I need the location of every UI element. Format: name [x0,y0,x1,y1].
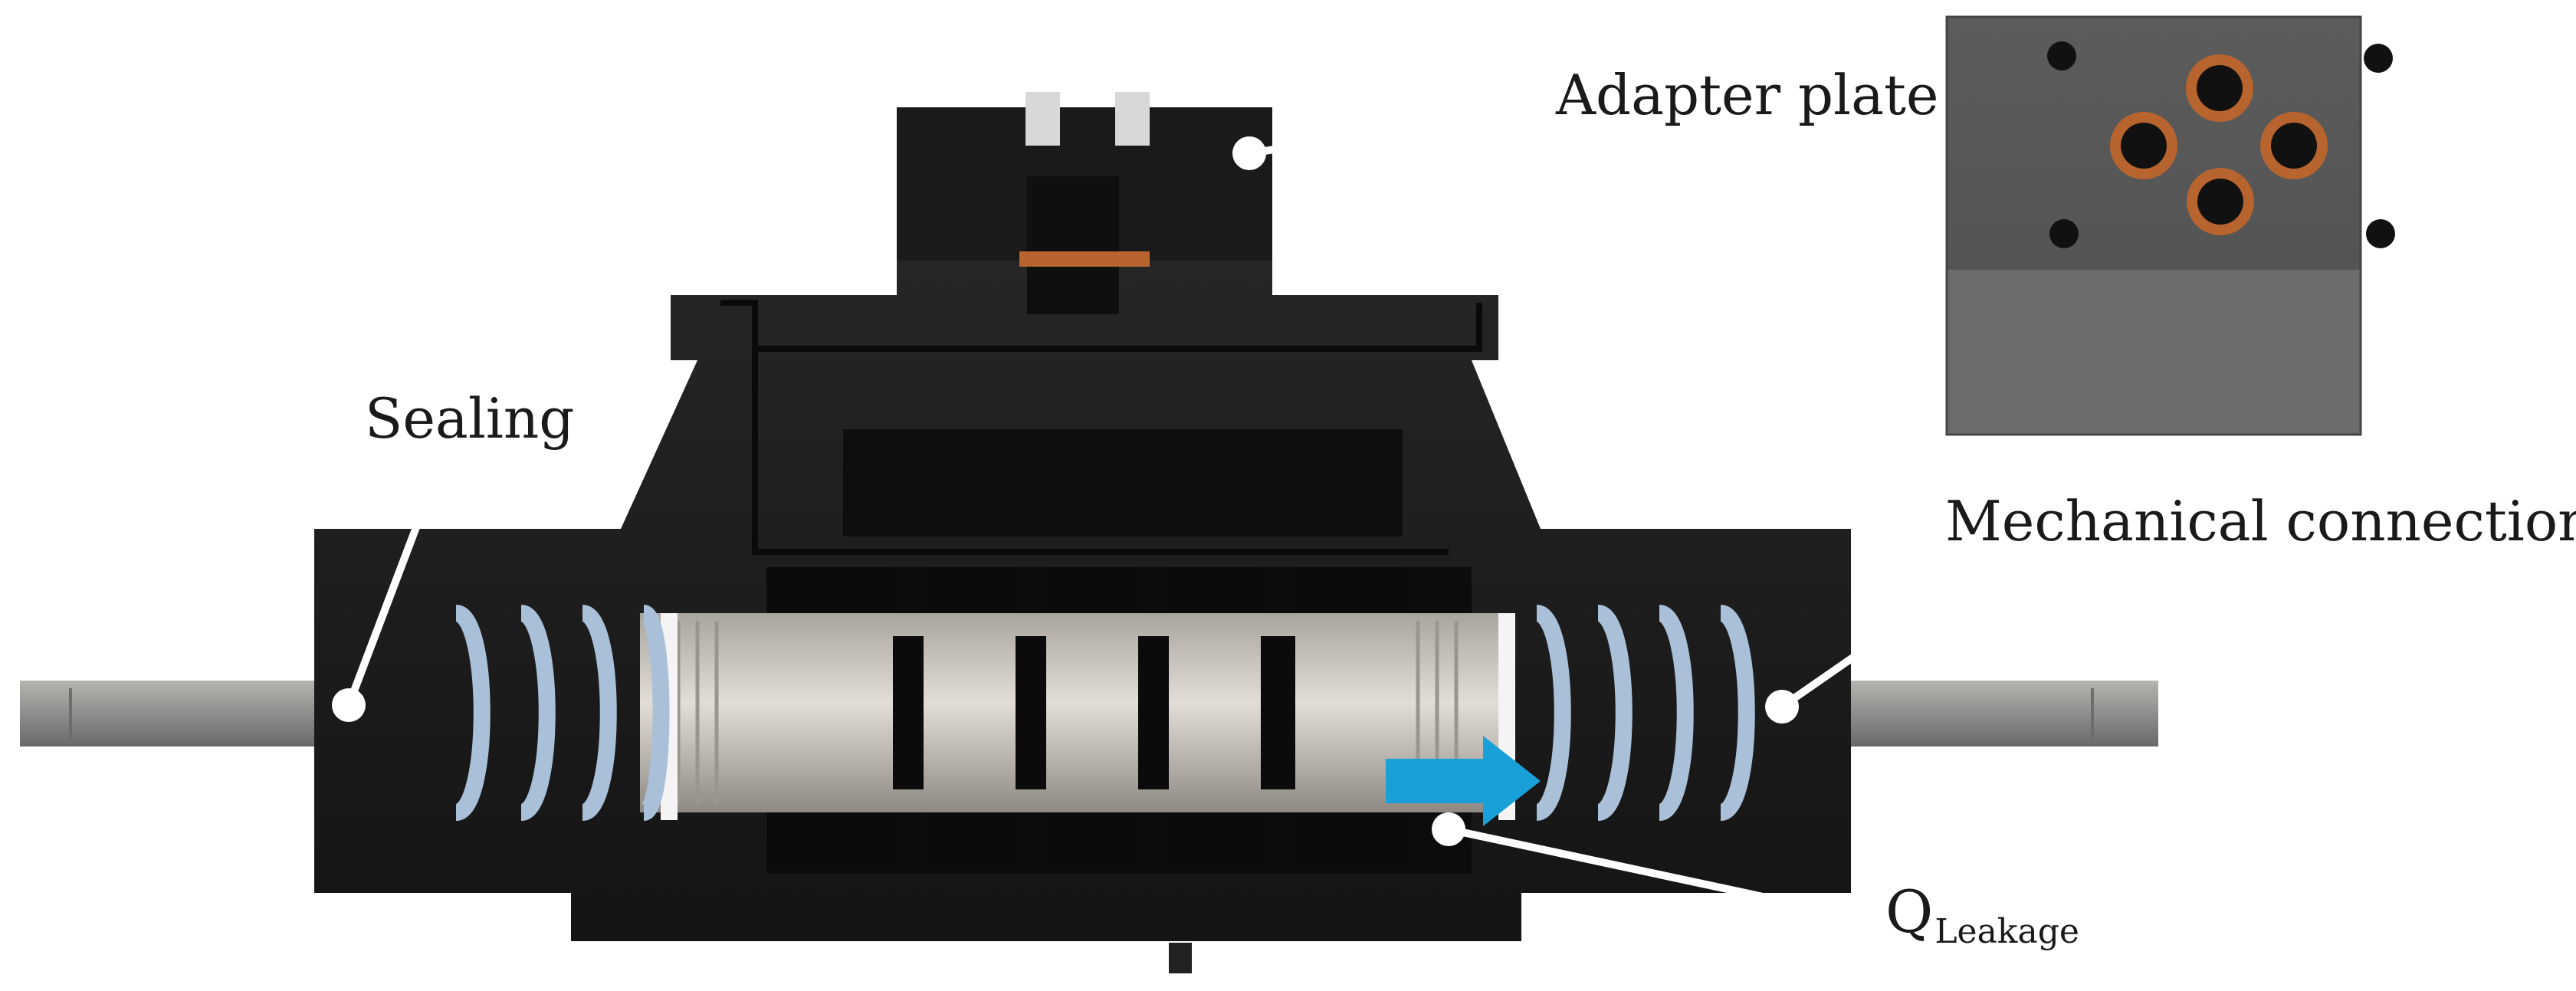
right-spring [1534,605,1755,821]
adapter-plate-inset [1945,15,2395,436]
right-arrow-icon [1386,736,1541,826]
spool-grooves [676,621,1459,805]
callout-dot-adapter-plate [1232,136,1266,170]
mechanical-connection-label: Mechanical connection [1945,489,2576,553]
leakage-flow-subscript: Leakage [1934,912,2079,951]
sealed-ports [2110,54,2328,235]
adapter-plate-label: Adapter plate [1556,63,1939,127]
callout-dot-sealing [332,688,366,722]
spool [640,567,1515,866]
callouts [332,111,1943,924]
leakage-flow-symbol: Q [1885,878,1934,946]
callout-line-adapter-plate [1245,111,1502,157]
callout-line-sealing [345,479,437,709]
callout-dot-leakage [1432,812,1465,846]
left-spring [453,605,670,821]
callout-dot-mechanical-connection [1765,690,1799,724]
callout-line-mechanical-connection [1778,594,1943,710]
leakage-flow-label: QLeakage [1885,883,2079,949]
callout-line-leakage [1445,825,1874,924]
spool-cavities [766,567,1406,866]
sealing-label: Sealing [365,386,575,451]
mounting-holes [2047,41,2395,248]
